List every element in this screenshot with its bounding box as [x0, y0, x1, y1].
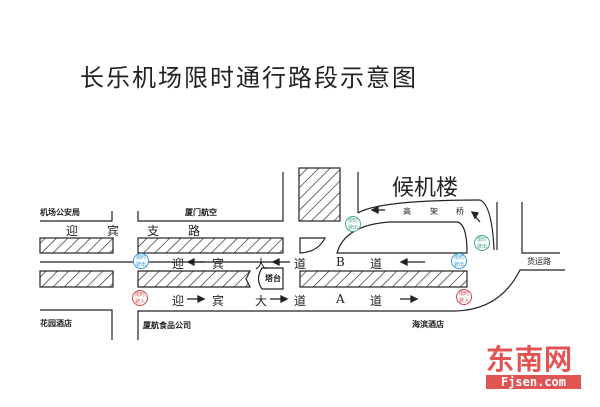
road-label: A	[336, 292, 345, 306]
xiamen-air-label: 厦门航空	[185, 207, 217, 217]
fjsen-watermark: 东南网 Fjsen.com	[486, 345, 586, 389]
building-block	[298, 167, 341, 222]
watermark-en: Fjsen.com	[486, 375, 581, 389]
seaside-hotel-label: 海滨酒店	[412, 319, 444, 329]
exit-marker: 限时驶出	[451, 253, 467, 269]
road-label: 路	[188, 224, 201, 238]
road-label: 道	[370, 294, 383, 308]
road-label: 道	[294, 257, 307, 271]
road-label: 宾	[212, 257, 225, 271]
tower-label: 塔台	[265, 273, 281, 283]
exit-marker: 限时驶出	[345, 216, 361, 232]
median-block	[39, 270, 114, 288]
road-label: 大	[255, 294, 268, 308]
watermark-cn: 东南网	[486, 343, 574, 376]
road-label: 大	[255, 257, 268, 271]
catering-label: 厦航食品公司	[143, 320, 191, 330]
road-label: 道	[370, 257, 383, 271]
road-label: 支	[147, 224, 160, 238]
elevated-label: 桥	[456, 207, 464, 216]
median-block	[39, 237, 114, 254]
page-title: 长乐机场限时通行路段示意图	[80, 64, 418, 92]
road-label: 迎	[172, 294, 185, 308]
road-label: 宾	[212, 294, 225, 308]
entry-marker: 限时驶入	[456, 289, 472, 305]
exit-marker: 限时驶出	[474, 235, 490, 251]
median-block	[137, 237, 284, 254]
median-block	[137, 270, 251, 288]
elevated-label: 高	[403, 207, 411, 216]
cargo-road-label: 货运路	[527, 257, 551, 266]
median-block	[299, 270, 468, 288]
road-label: 宾	[107, 224, 120, 238]
road-label: 迎	[66, 224, 79, 238]
police-label: 机场公安局	[40, 207, 80, 217]
entry-marker: 限时驶入	[132, 290, 148, 306]
exit-marker: 限时驶出	[133, 253, 149, 269]
direction-arrows	[186, 205, 481, 304]
road-label: 道	[294, 294, 307, 308]
elevated-label: 架	[430, 207, 438, 216]
road-label: B	[336, 255, 345, 269]
terminal-label: 候机楼	[392, 176, 459, 201]
road-label: 迎	[172, 257, 185, 271]
garden-hotel-label: 花园酒店	[40, 318, 72, 328]
